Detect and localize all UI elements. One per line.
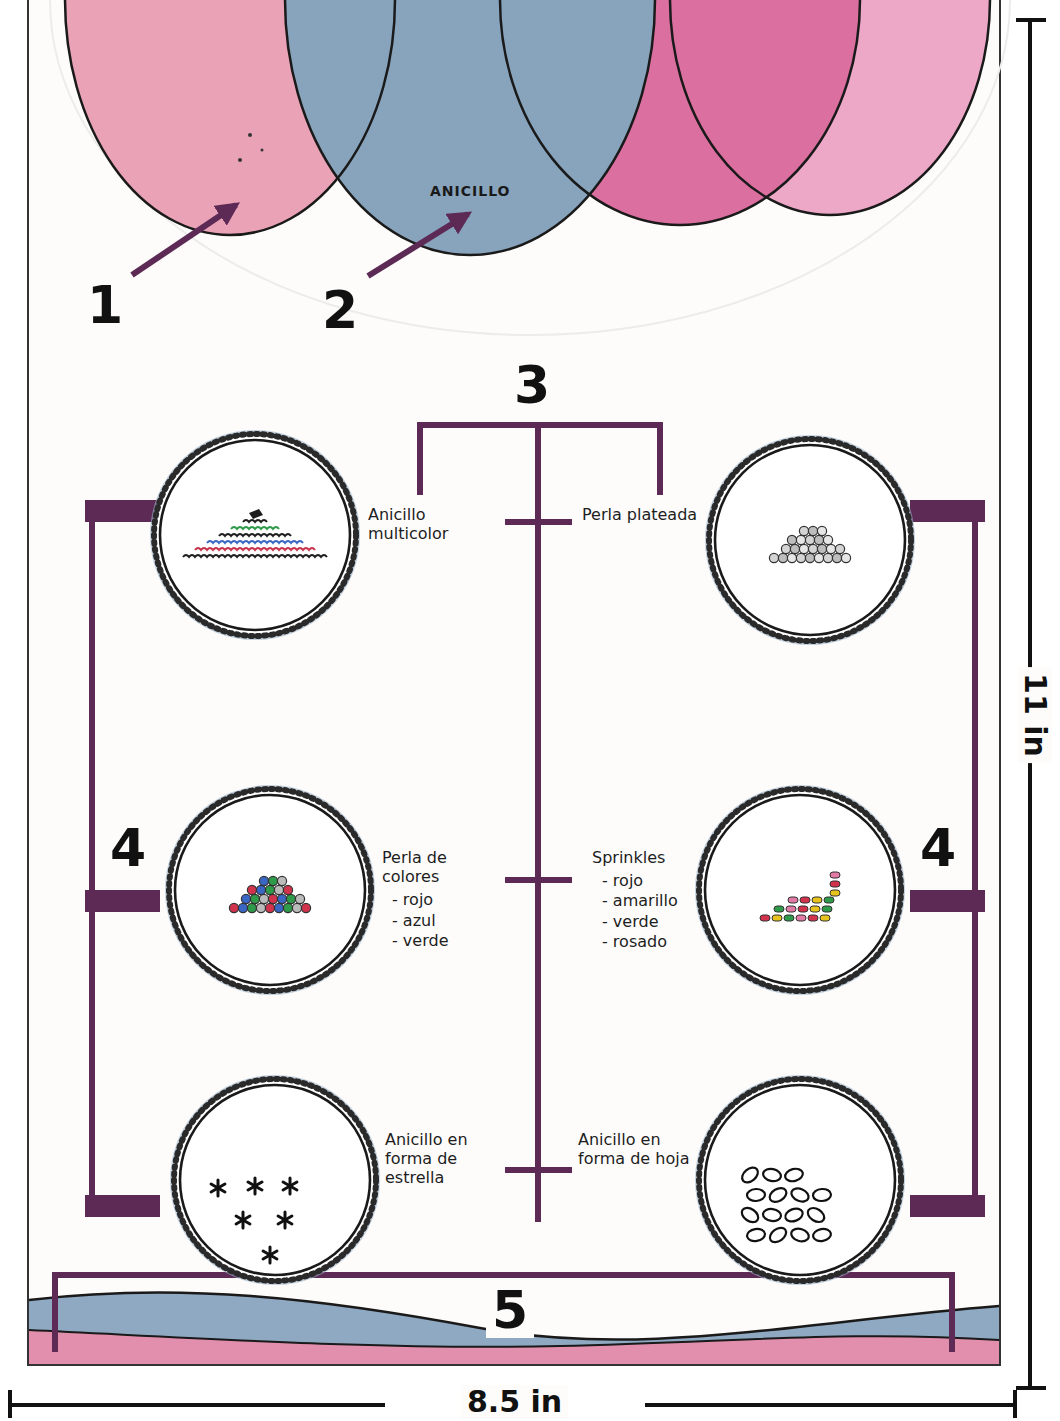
decoration-circle: Perla plateada xyxy=(705,435,915,645)
decoration-circle: Perla de colores- rojo- azul- verde xyxy=(165,785,375,995)
color-item: - verde xyxy=(602,912,692,931)
dimension-label: 8.5 in xyxy=(461,1385,568,1419)
color-item: - amarillo xyxy=(602,891,692,910)
decoration-circle: Anicillo en forma de hoja xyxy=(695,1075,905,1285)
decoration-name: Anicillo en forma de estrella xyxy=(385,1130,497,1188)
dimension-label: 11 in xyxy=(1018,667,1052,763)
decoration-name: Sprinkles xyxy=(592,848,692,867)
callout-number: 4 xyxy=(110,822,146,874)
decoration-name: Perla plateada xyxy=(582,505,698,524)
cookie-outline xyxy=(695,1075,905,1285)
callout-number: 2 xyxy=(322,284,358,336)
cookie-outline xyxy=(150,430,360,640)
top-scallops xyxy=(65,0,990,255)
decoration-circle: Sprinkles- rojo- amarillo- verde- rosado xyxy=(695,785,905,995)
decoration-name: Anicillo en forma de hoja xyxy=(578,1130,690,1168)
callout-arrow xyxy=(132,205,236,275)
region-label: ANICILLO xyxy=(430,183,511,200)
color-item: - verde xyxy=(392,931,500,950)
callout-number: 5 xyxy=(486,1282,534,1338)
faint-arc xyxy=(50,0,1010,335)
dimension-lines xyxy=(10,20,1046,1418)
bracket-5 xyxy=(55,1275,952,1352)
cookie-outline xyxy=(165,785,375,995)
label-region: ANICILLO xyxy=(410,178,530,204)
bracket-3 xyxy=(420,425,660,1222)
decoration-circle: Anicillo en forma de estrella xyxy=(170,1075,380,1285)
color-item: - rosado xyxy=(602,932,692,951)
callout-arrow xyxy=(368,214,468,276)
color-item: - rojo xyxy=(602,871,692,890)
callout-number: 4 xyxy=(920,822,956,874)
color-item: - rojo xyxy=(392,890,500,909)
decoration-name: Anicillo multicolor xyxy=(368,505,496,543)
color-item: - azul xyxy=(392,911,500,930)
decoration-circle: Anicillo multicolor xyxy=(150,430,360,640)
cookie-outline xyxy=(695,785,905,995)
decoration-name: Perla de colores xyxy=(382,848,500,886)
cookie-outline xyxy=(705,435,915,645)
callout-number: 1 xyxy=(87,279,123,331)
callout-number: 3 xyxy=(514,359,550,411)
cookie-outline xyxy=(170,1075,380,1285)
